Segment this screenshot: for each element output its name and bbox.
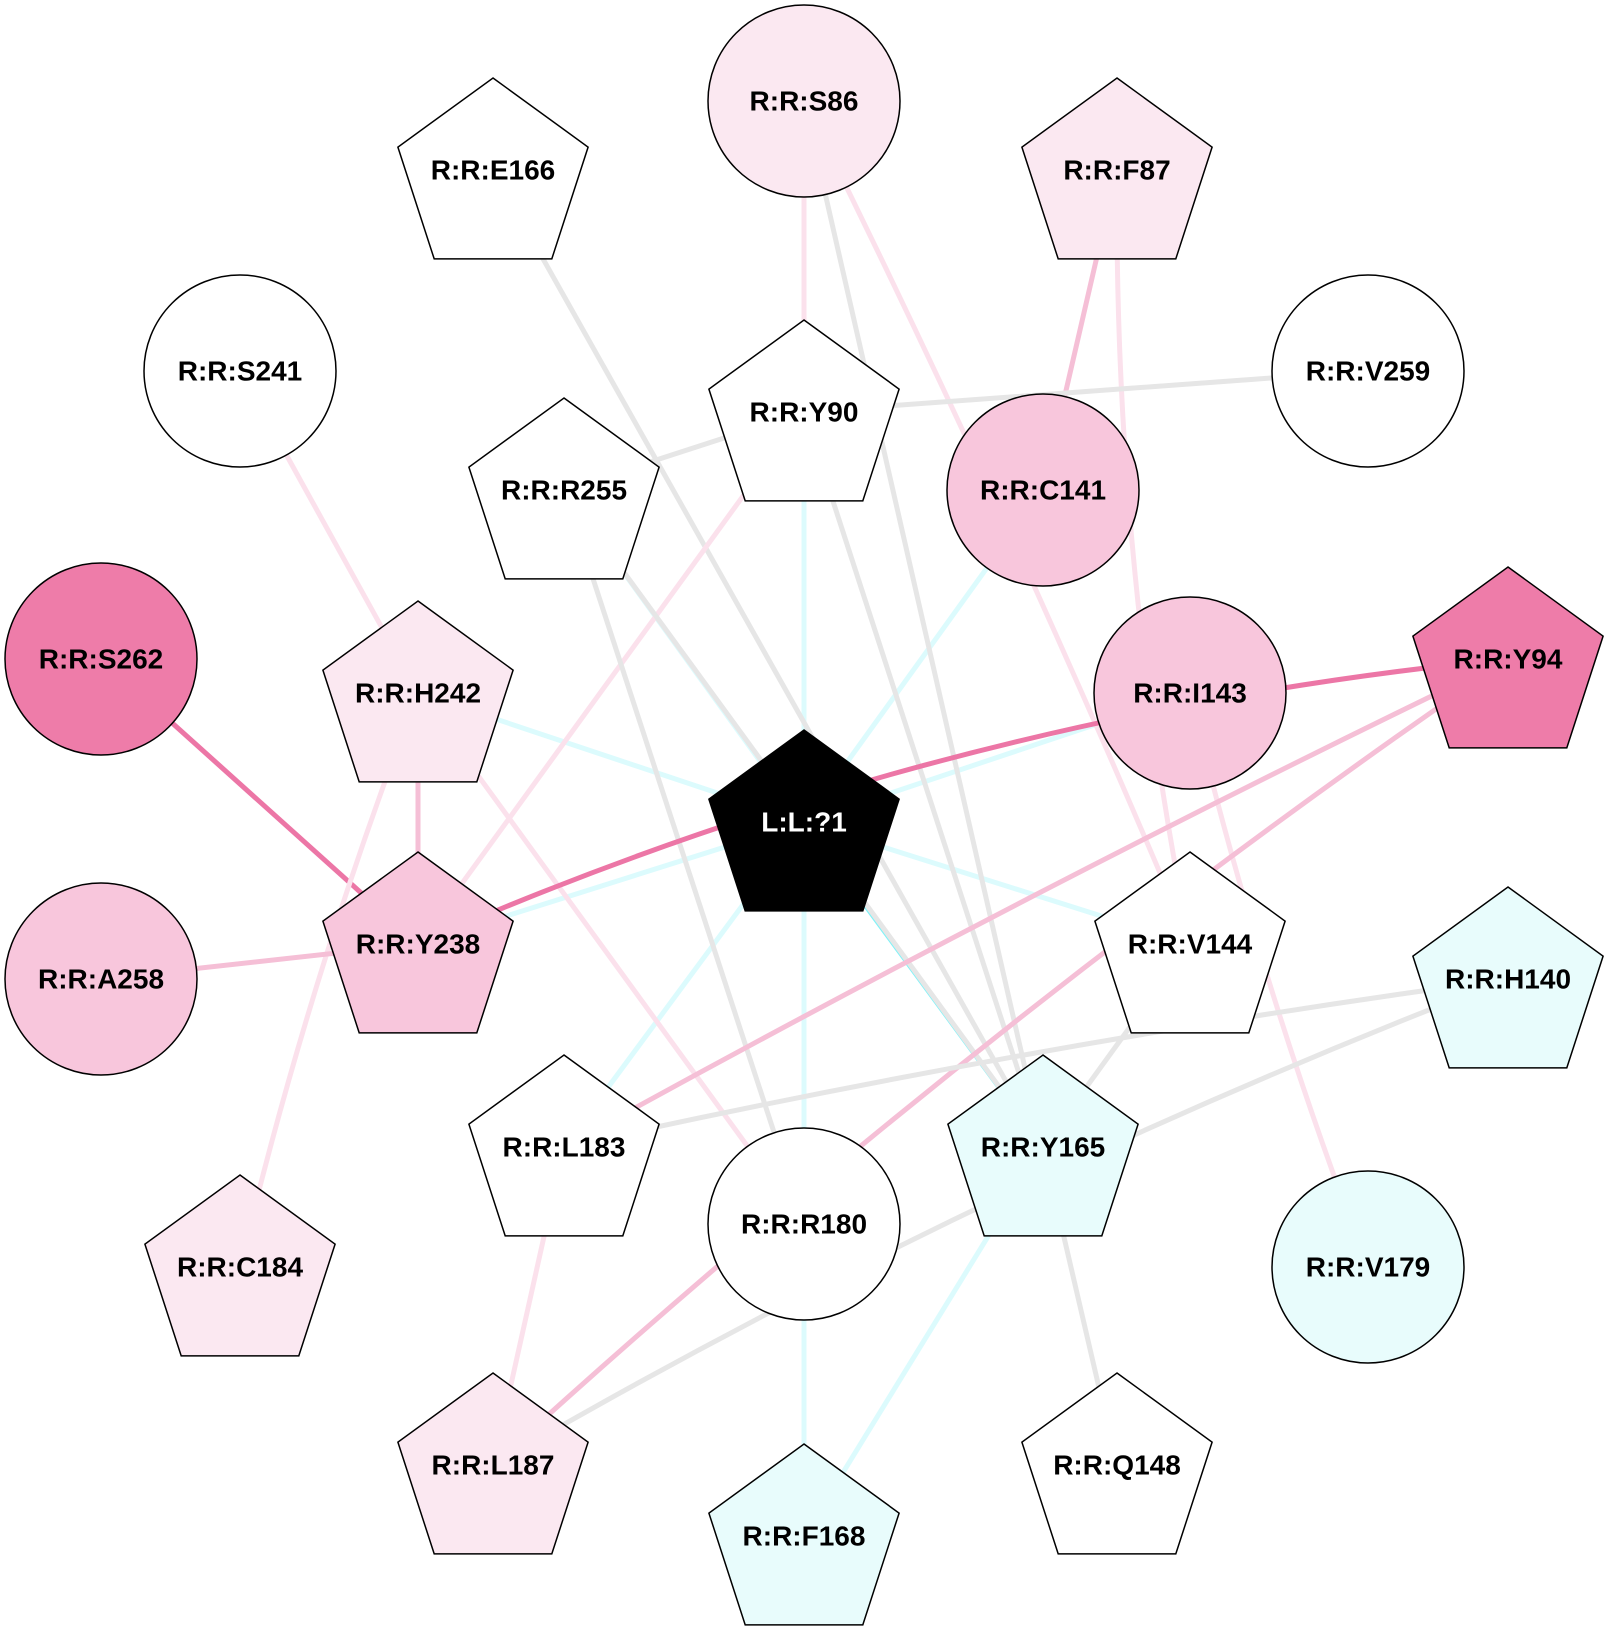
node-h140: R:R:H140	[1412, 886, 1604, 1069]
node-circle-shape	[4, 562, 198, 756]
node-label: R:R:E166	[431, 155, 555, 186]
node-label: R:R:S241	[178, 356, 302, 387]
edge-y94-y238	[416, 656, 1509, 947]
node-s241: R:R:S241	[143, 274, 337, 468]
node-pentagon-shape	[1094, 851, 1286, 1034]
node-pentagon-shape	[397, 1372, 589, 1555]
edge-y94-l183	[562, 656, 1510, 1150]
node-pentagon-shape	[468, 397, 660, 580]
node-v144: R:R:V144	[1094, 851, 1286, 1034]
node-label: R:R:V144	[1128, 929, 1253, 960]
node-pentagon-shape	[468, 1054, 660, 1237]
node-label: R:R:S262	[39, 644, 163, 675]
node-y238: R:R:Y238	[322, 851, 514, 1034]
node-label: R:R:R180	[741, 1209, 867, 1240]
node-e166: R:R:E166	[397, 77, 589, 260]
node-y165: R:R:Y165	[947, 1054, 1139, 1237]
edge-y94-l187	[491, 656, 1510, 1467]
node-l183: R:R:L183	[468, 1054, 660, 1237]
node-label: R:R:Y90	[750, 397, 859, 428]
node-q148: R:R:Q148	[1021, 1372, 1213, 1555]
node-pentagon-shape	[1021, 1372, 1213, 1555]
node-v259: R:R:V259	[1271, 274, 1465, 468]
edge-y90-y165	[801, 411, 1046, 1148]
node-label: R:R:F168	[743, 1521, 866, 1552]
node-label: R:R:A258	[38, 964, 164, 995]
node-a258: R:R:A258	[4, 882, 198, 1076]
node-r180: R:R:R180	[707, 1127, 901, 1321]
node-circle-shape	[1271, 274, 1465, 468]
edge-f87-v144	[1114, 169, 1193, 945]
node-circle-shape	[707, 1127, 901, 1321]
node-f87: R:R:F87	[1021, 77, 1213, 260]
edge-s86-y165	[801, 100, 1046, 1148]
node-label: R:R:L183	[503, 1132, 626, 1163]
node-pentagon-shape	[144, 1174, 336, 1357]
node-pentagon-shape	[708, 1443, 900, 1626]
node-label: R:R:L187	[432, 1450, 555, 1481]
node-circle-shape	[143, 274, 337, 468]
node-label: R:R:S86	[750, 86, 859, 117]
node-y94: R:R:Y94	[1412, 566, 1604, 749]
node-y90: R:R:Y90	[708, 319, 900, 502]
node-label: R:R:Y238	[356, 929, 480, 960]
node-label: R:R:Y165	[981, 1132, 1105, 1163]
node-l187: R:R:L187	[397, 1372, 589, 1555]
node-label: R:R:R255	[501, 475, 627, 506]
node-label: R:R:C184	[177, 1252, 303, 1283]
node-pentagon-shape	[322, 851, 514, 1034]
node-f168: R:R:F168	[708, 1443, 900, 1626]
node-pentagon-shape	[322, 600, 514, 783]
node-c184: R:R:C184	[144, 1174, 336, 1357]
node-pentagon-shape	[1021, 77, 1213, 260]
node-circle-shape	[707, 4, 901, 198]
node-s262: R:R:S262	[4, 562, 198, 756]
node-i143: R:R:I143	[1093, 596, 1287, 790]
node-circle-shape	[4, 882, 198, 1076]
node-c141: R:R:C141	[946, 393, 1140, 587]
node-label: R:R:H140	[1445, 964, 1571, 995]
node-pentagon-shape	[708, 319, 900, 502]
node-label: R:R:V179	[1306, 1252, 1430, 1283]
node-r255: R:R:R255	[468, 397, 660, 580]
node-pentagon-shape	[947, 1054, 1139, 1237]
edge-h140-l183	[563, 976, 1509, 1150]
node-label: R:R:Y94	[1454, 644, 1563, 675]
node-pentagon-shape	[708, 729, 900, 912]
edge-e166-y165	[490, 168, 1046, 1149]
node-v179: R:R:V179	[1271, 1170, 1465, 1364]
edge-r255-r180	[561, 489, 807, 1225]
node-label: R:R:I143	[1133, 678, 1247, 709]
node-label: R:R:Q148	[1053, 1450, 1181, 1481]
node-label: R:R:V259	[1306, 356, 1430, 387]
node-circle-shape	[1093, 596, 1287, 790]
node-h242: R:R:H242	[322, 600, 514, 783]
node-s86: R:R:S86	[707, 4, 901, 198]
node-label: R:R:H242	[355, 678, 481, 709]
node-l1: L:L:?1	[708, 729, 900, 912]
node-label: R:R:F87	[1063, 155, 1170, 186]
node-circle-shape	[1271, 1170, 1465, 1364]
node-pentagon-shape	[397, 77, 589, 260]
node-label: R:R:C141	[980, 475, 1106, 506]
node-label: L:L:?1	[761, 807, 847, 838]
node-circle-shape	[946, 393, 1140, 587]
node-pentagon-shape	[1412, 566, 1604, 749]
node-pentagon-shape	[1412, 886, 1604, 1069]
